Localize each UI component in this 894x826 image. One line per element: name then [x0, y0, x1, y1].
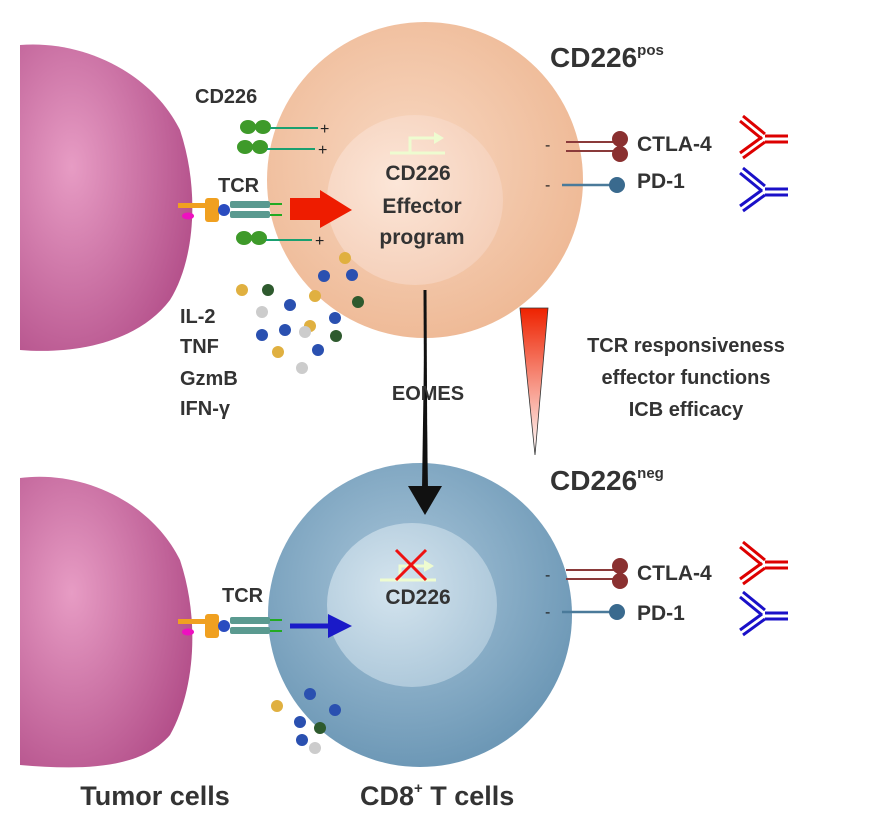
tcr-label-bottom: TCR: [222, 585, 264, 607]
tcr-label-top: TCR: [218, 175, 260, 197]
checkpoint-receptors-bottom: - CTLA-4 - PD-1: [545, 558, 712, 625]
svg-text:IFN-γ: IFN-γ: [180, 398, 231, 420]
cytokine-granules-bottom: [271, 688, 341, 754]
nucleus-top: [327, 115, 503, 285]
svg-text:IL-2: IL-2: [180, 306, 216, 328]
svg-text:-: -: [545, 137, 550, 154]
svg-text:-: -: [545, 604, 550, 621]
silenced-x-icon: [394, 548, 428, 582]
weak-tcr-signal-arrow: [290, 614, 352, 638]
cd226neg-title: CD226neg: [550, 465, 664, 496]
cd226-receptor-label: CD226: [195, 86, 257, 108]
tumor-cells-label: Tumor cells: [80, 781, 230, 811]
cd8-t-cells-label: CD8+ T cells: [360, 780, 514, 811]
anti-ctla4-antibody-icon: [739, 540, 788, 586]
promoter-arrow-icon: [390, 136, 445, 155]
anti-ctla4-antibody-icon: [739, 114, 788, 160]
svg-text:GzmB: GzmB: [180, 368, 238, 390]
tumor-cell-top: [20, 44, 193, 351]
plus-sign: +: [318, 142, 327, 159]
cd226pos-title: CD226pos: [550, 42, 664, 73]
pd1-label: PD-1: [637, 170, 685, 193]
nucleus-gene-label: CD226: [385, 162, 450, 185]
ctla4-label: CTLA-4: [637, 133, 712, 156]
gradient-label-tcr: TCR responsiveness: [587, 335, 785, 357]
checkpoint-receptors-top: - CTLA-4 - PD-1: [545, 131, 712, 194]
gradient-label-effector: effector functions: [602, 367, 771, 389]
svg-text:-: -: [545, 567, 550, 584]
eomes-label: EOMES: [392, 383, 464, 405]
plus-sign: +: [315, 233, 324, 250]
svg-text:-: -: [545, 177, 550, 194]
nucleus-effector-label: Effector: [382, 195, 461, 218]
cytokine-labels: IL-2 TNF GzmB IFN-γ: [180, 306, 238, 420]
svg-text:TNF: TNF: [180, 336, 219, 358]
pd1-label: PD-1: [637, 602, 685, 625]
tcr-complex-icon: [178, 198, 282, 222]
nucleus-bottom: [327, 523, 497, 687]
cytokine-granules-top: [236, 252, 364, 374]
anti-pd1-antibody-icon: [739, 590, 788, 637]
anti-pd1-antibody-icon: [739, 166, 788, 213]
nucleus-program-label: program: [379, 226, 464, 249]
cd226neg-t-cell: [268, 463, 572, 767]
cd226-receptor-icon: [236, 120, 318, 245]
tumor-cell-bottom: [20, 476, 193, 768]
plus-sign: +: [320, 121, 329, 138]
ctla4-label: CTLA-4: [637, 562, 712, 585]
eomes-transition-arrow: [408, 289, 442, 515]
gradient-label-icb: ICB efficacy: [629, 399, 744, 421]
tcr-complex-icon: [178, 614, 282, 638]
nucleus-gene-label-silenced: CD226: [385, 586, 450, 609]
strong-tcr-signal-arrow: [290, 190, 352, 228]
decreasing-gradient-triangle: [519, 307, 549, 456]
